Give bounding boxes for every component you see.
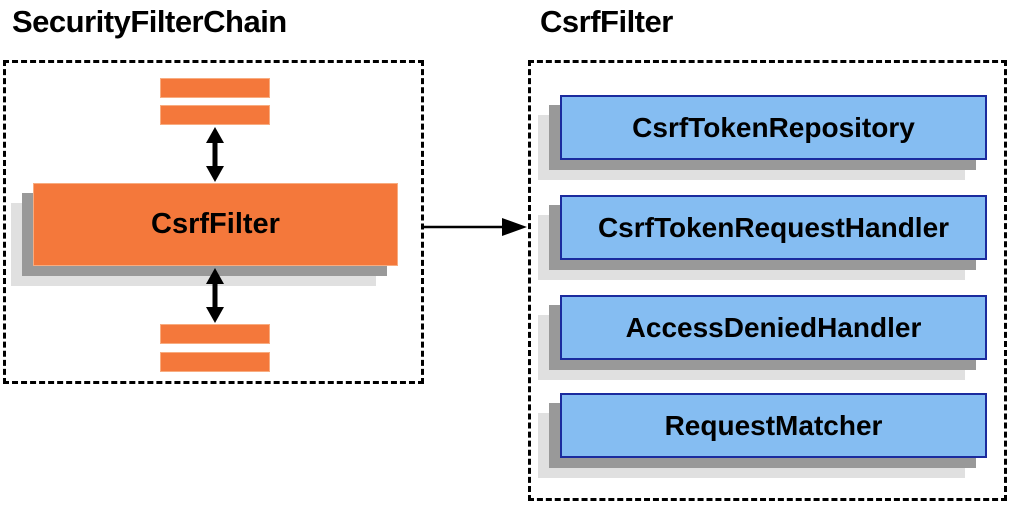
filter-placeholder-bar <box>160 78 270 98</box>
csrf-token-request-handler-box: CsrfTokenRequestHandler <box>560 195 987 260</box>
double-headed-arrow-icon <box>206 268 224 323</box>
filter-placeholder-bar <box>160 352 270 372</box>
double-headed-arrow-icon <box>206 127 224 182</box>
security-filter-chain-title: SecurityFilterChain <box>12 4 287 39</box>
csrf-filter-node: CsrfFilter <box>33 183 398 266</box>
right-arrow-icon <box>424 218 527 236</box>
csrf-filter-container <box>528 60 1007 501</box>
csrf-filter-title: CsrfFilter <box>540 4 673 39</box>
filter-placeholder-bar <box>160 324 270 344</box>
csrf-token-repository-box: CsrfTokenRepository <box>560 95 987 160</box>
request-matcher-box: RequestMatcher <box>560 393 987 458</box>
access-denied-handler-box: AccessDeniedHandler <box>560 295 987 360</box>
filter-placeholder-bar <box>160 105 270 125</box>
security-filter-chain-container <box>3 60 424 384</box>
